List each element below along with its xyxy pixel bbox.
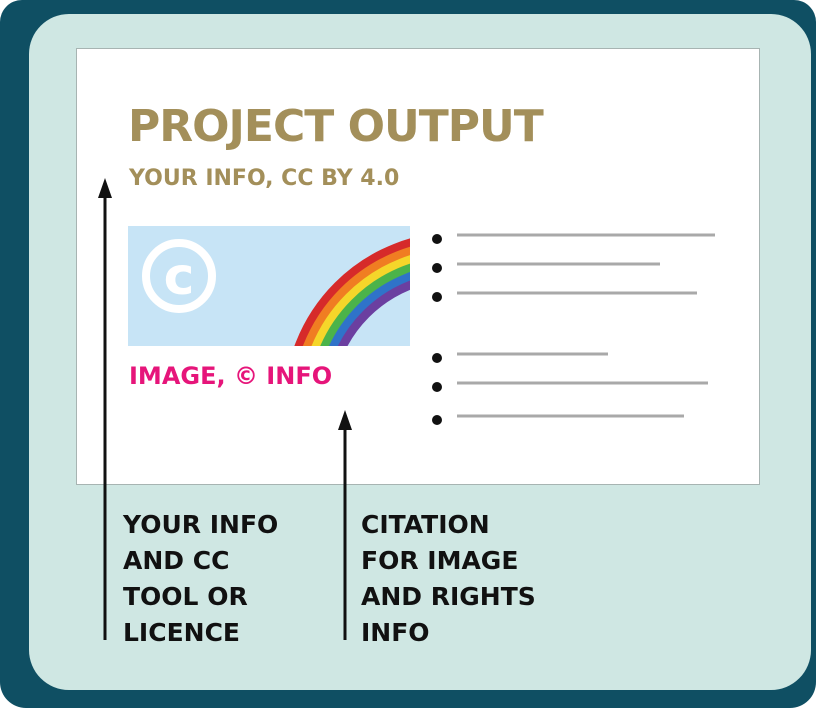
bullet-dot bbox=[432, 234, 442, 244]
your-info-label-line: AND CC bbox=[123, 546, 230, 575]
card-title: PROJECT OUTPUT bbox=[128, 101, 544, 152]
bullet-dot bbox=[432, 263, 442, 273]
image-illustration: c bbox=[142, 238, 410, 346]
your-info-label-line: YOUR INFO bbox=[123, 510, 279, 539]
arrow-left bbox=[98, 178, 112, 640]
citation-label-line: INFO bbox=[361, 618, 430, 647]
your-info-label-line: LICENCE bbox=[123, 618, 241, 647]
bullet-dot bbox=[432, 382, 442, 392]
bullet-dot bbox=[432, 415, 442, 425]
svg-text:c: c bbox=[164, 247, 195, 307]
bullet-dot bbox=[432, 292, 442, 302]
citation-label: CITATION FOR IMAGE AND RIGHTS INFO bbox=[361, 507, 536, 651]
your-info-label-line: TOOL OR bbox=[123, 582, 248, 611]
bullet-item bbox=[432, 262, 660, 273]
image-placeholder: c bbox=[128, 226, 410, 346]
bullet-item bbox=[432, 233, 715, 244]
arrow-right-head bbox=[338, 410, 352, 430]
card-subtitle: YOUR INFO, CC BY 4.0 bbox=[129, 166, 400, 191]
image-caption: IMAGE, © INFO bbox=[129, 362, 333, 390]
bullet-item bbox=[432, 291, 697, 302]
your-info-label: YOUR INFO AND CC TOOL OR LICENCE bbox=[123, 507, 278, 651]
arrow-right bbox=[338, 410, 352, 640]
bullet-item bbox=[432, 381, 708, 392]
citation-label-line: FOR IMAGE bbox=[361, 546, 519, 575]
citation-label-line: CITATION bbox=[361, 510, 490, 539]
bullet-list bbox=[432, 233, 715, 425]
arrow-left-head bbox=[98, 178, 112, 198]
bullet-dot bbox=[432, 353, 442, 363]
copyright-icon: c bbox=[142, 239, 216, 313]
bullet-item bbox=[432, 352, 608, 363]
citation-label-line: AND RIGHTS bbox=[361, 582, 536, 611]
bullet-item bbox=[432, 414, 684, 425]
